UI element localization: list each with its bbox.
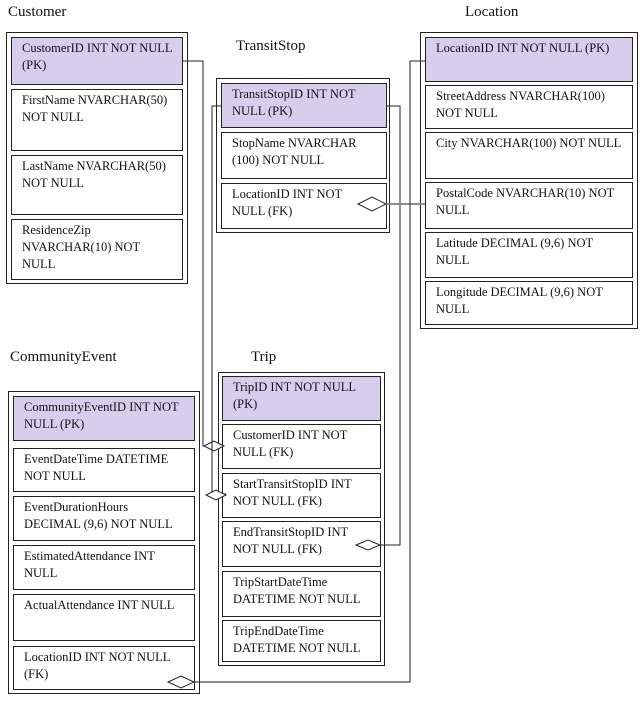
communityevent-field-estimatedattendance: EstimatedAttendance INT NULL (13, 545, 195, 590)
crows-foot-diamond (204, 489, 228, 501)
connector-line (211, 105, 226, 495)
customer-field-residencezip: ResidenceZip NVARCHAR(10) NOT NULL (11, 219, 183, 280)
customer-field-lastname: LastName NVARCHAR(50) NOT NULL (11, 155, 183, 215)
communityevent-field-communityeventid: CommunityEventID INT NOT NULL (PK) (13, 396, 195, 441)
location-field-postalcode: PostalCode NVARCHAR(10) NOT NULL (425, 182, 633, 229)
communityevent-field-eventdatetime: EventDateTime DATETIME NOT NULL (13, 448, 195, 492)
communityevent-title: CommunityEvent (10, 349, 117, 365)
crows-foot-diamond (166, 675, 196, 689)
trip-entity (218, 372, 385, 666)
customer-field-customerid: CustomerID INT NOT NULL (PK) (11, 37, 183, 85)
communityevent-entity (8, 391, 200, 694)
transitstop-field-stopname: StopName NVARCHAR (100) NOT NULL (221, 132, 387, 179)
connector-line (183, 60, 224, 447)
transitstop-field-transitstopid: TransitStopID INT NOT NULL (PK) (221, 83, 387, 128)
relationship-transitstop-trip-start (204, 105, 228, 501)
relationship-transitstop-trip-end (354, 105, 401, 551)
location-field-latitude: Latitude DECIMAL (9,6) NOT NULL (425, 232, 633, 278)
crows-foot-diamond (356, 196, 388, 212)
location-field-locationid: LocationID INT NOT NULL (PK) (425, 37, 633, 82)
communityevent-field-eventdurationhours: EventDurationHours DECIMAL (9,6) NOT NUL… (13, 496, 195, 541)
trip-field-starttransitstopid: StartTransitStopID INT NOT NULL (FK) (222, 473, 381, 518)
relationship-location-transitstop (356, 196, 425, 212)
connector-line (380, 105, 401, 546)
location-field-longitude: Longitude DECIMAL (9,6) NOT NULL (425, 281, 633, 325)
trip-field-tripenddatetime: TripEndDateTime DATETIME NOT NULL (222, 620, 381, 662)
customer-title: Customer (8, 4, 67, 20)
communityevent-field-actualattendance: ActualAttendance INT NULL (13, 594, 195, 641)
transitstop-field-locationid: LocationID INT NOT NULL (FK) (221, 183, 387, 229)
crows-foot-diamond (202, 440, 226, 452)
trip-title: Trip (251, 349, 277, 365)
location-field-streetaddress: StreetAddress NVARCHAR(100) NOT NULL (425, 85, 633, 129)
location-title: Location (465, 4, 519, 20)
location-field-city: City NVARCHAR(100) NOT NULL (425, 132, 633, 179)
relationship-customer-trip (183, 60, 226, 452)
communityevent-field-locationid: LocationID INT NOT NULL (FK) (13, 646, 195, 690)
transitstop-title: TransitStop (236, 38, 306, 54)
relationship-location-communityevent (166, 60, 425, 689)
connector-line (194, 60, 425, 683)
trip-field-customerid: CustomerID INT NOT NULL (FK) (222, 424, 381, 469)
customer-field-firstname: FirstName NVARCHAR(50) NOT NULL (11, 89, 183, 151)
trip-field-endtransitstopid: EndTransitStopID INT NOT NULL (FK) (222, 521, 381, 567)
trip-field-tripid: TripID INT NOT NULL (PK) (222, 376, 381, 421)
crows-foot-diamond (354, 539, 382, 551)
trip-field-tripstartdatetime: TripStartDateTime DATETIME NOT NULL (222, 571, 381, 617)
